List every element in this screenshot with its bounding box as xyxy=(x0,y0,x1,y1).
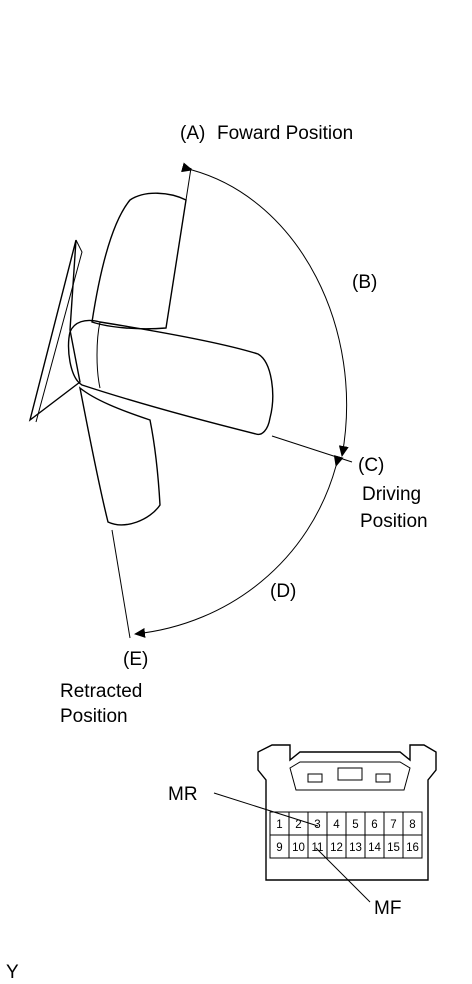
mirror-arm-edge xyxy=(96,321,101,389)
label-mr: MR xyxy=(168,784,198,805)
pin-label: 2 xyxy=(295,819,301,831)
arc-b xyxy=(181,162,349,457)
forward-guide-line xyxy=(185,167,192,201)
pin-label: 11 xyxy=(312,842,324,854)
pin-label: 16 xyxy=(406,842,419,854)
label-b: (B) xyxy=(352,272,377,293)
mirror-drawing xyxy=(28,192,274,526)
pin-label: 15 xyxy=(387,842,400,854)
connector-body xyxy=(257,744,437,881)
pin-label: 13 xyxy=(349,842,362,854)
pin-cell xyxy=(402,834,423,859)
pin-label: 9 xyxy=(276,842,282,854)
forward-housing xyxy=(91,192,187,330)
mirror-arm xyxy=(67,319,274,436)
label-c: (C) xyxy=(358,455,384,476)
connector-latch xyxy=(289,761,411,791)
latch-slot xyxy=(375,773,391,783)
label-driving-line1: Driving xyxy=(362,484,421,505)
mr-leader-line xyxy=(213,792,319,827)
mount-plate-edge xyxy=(35,239,83,423)
retracted-guide-line xyxy=(111,529,131,639)
label-corner: Y xyxy=(6,962,19,983)
pin-label: 7 xyxy=(390,819,396,831)
pin-label: 14 xyxy=(368,842,381,854)
retracted-housing xyxy=(78,386,161,526)
label-driving-line2: Position xyxy=(360,511,428,532)
pin-label: 6 xyxy=(371,819,377,831)
latch-slot xyxy=(307,773,323,783)
pin-label: 3 xyxy=(314,819,320,831)
label-d: (D) xyxy=(270,581,296,602)
mount-plate xyxy=(28,239,81,422)
pin-label: 5 xyxy=(352,819,358,831)
pin-label: 12 xyxy=(330,842,343,854)
label-a: (A) xyxy=(180,123,205,144)
arc-d xyxy=(134,455,344,638)
latch-slot xyxy=(337,767,363,781)
label-forward-position: Foward Position xyxy=(217,123,353,144)
pin-label: 8 xyxy=(409,819,415,831)
mf-leader-line xyxy=(315,847,371,903)
label-retracted-line1: Retracted xyxy=(60,681,142,702)
label-mf: MF xyxy=(374,898,401,919)
label-e: (E) xyxy=(123,649,148,670)
driving-guide-line xyxy=(271,435,353,463)
label-retracted-line2: Position xyxy=(60,706,128,727)
pin-label: 4 xyxy=(333,819,340,831)
pin-label: 1 xyxy=(276,819,282,831)
pin-label: 10 xyxy=(292,842,305,854)
